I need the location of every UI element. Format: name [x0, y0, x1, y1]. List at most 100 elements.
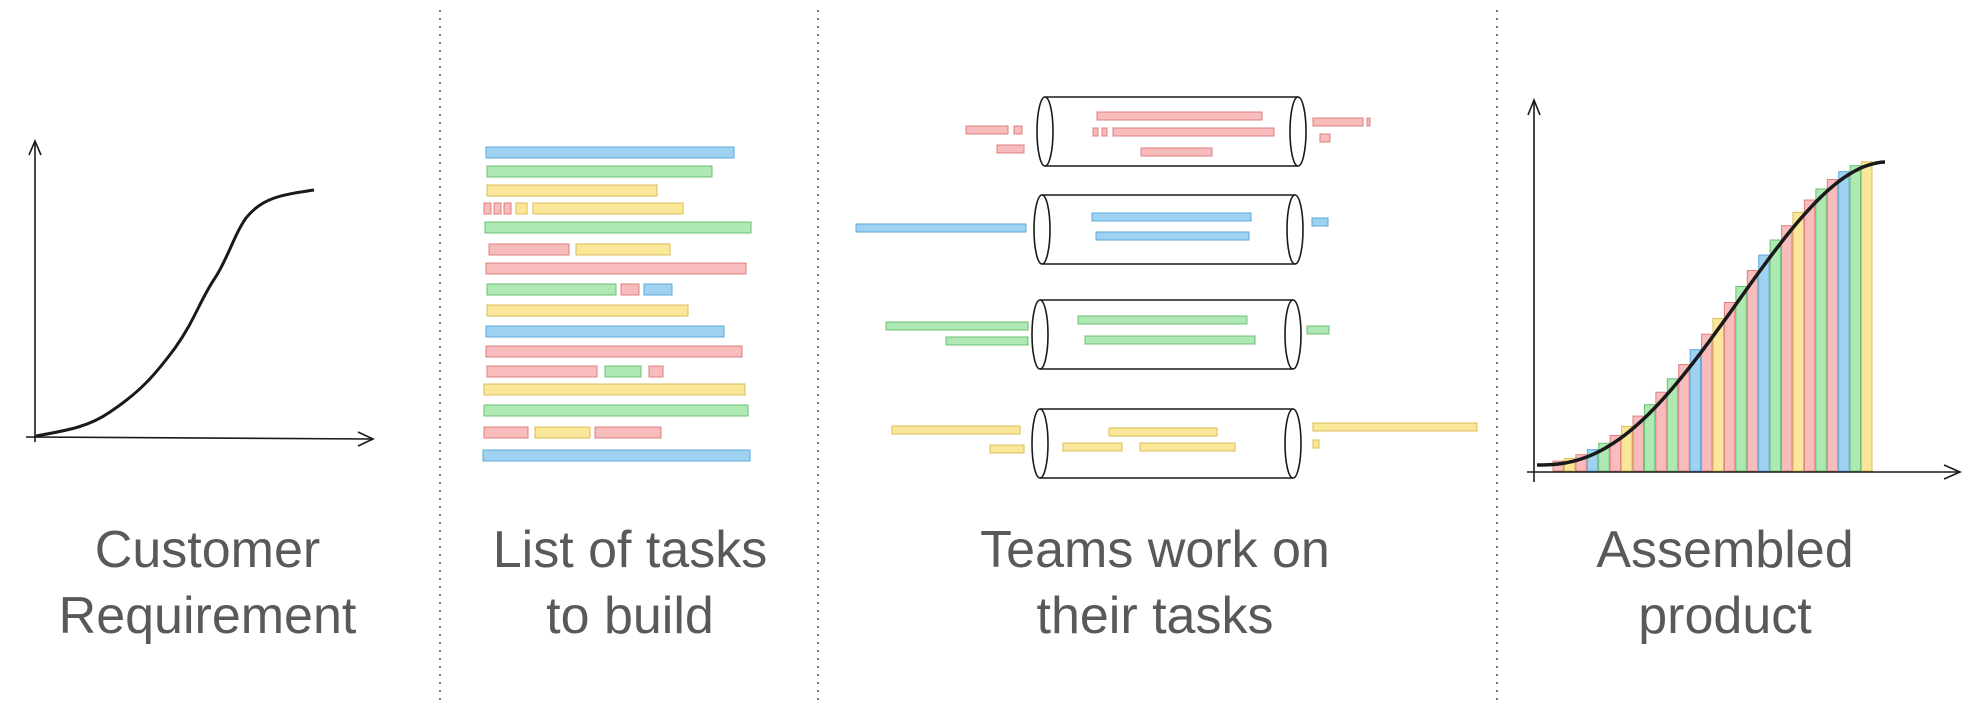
caption-line: Requirement	[58, 587, 357, 645]
requirement-chart	[25, 138, 375, 447]
team-yellow	[891, 408, 1478, 479]
task-bar	[604, 365, 642, 378]
assembled-bar	[1792, 211, 1804, 472]
task-in-progress	[1091, 212, 1252, 222]
caption-line: product	[1638, 587, 1812, 645]
assembled-bar	[1701, 333, 1713, 472]
assembled-bar	[1655, 391, 1667, 472]
caption-line: Customer	[94, 521, 321, 579]
team-blue	[855, 194, 1329, 265]
task-bar	[620, 283, 640, 296]
panel-dividers	[439, 10, 1498, 700]
task-bar	[483, 383, 746, 396]
task-done	[1306, 325, 1330, 335]
task-bar	[486, 165, 713, 178]
assembled-y-arrowhead	[1527, 97, 1541, 116]
task-in-progress	[1096, 111, 1263, 121]
team-pipe-start	[1044, 96, 1054, 167]
task-bar	[486, 283, 617, 296]
caption-teams-work: Teams work on their tasks	[830, 517, 1480, 649]
task-bar	[493, 202, 502, 215]
assembled-bar	[1598, 442, 1610, 472]
task-in-progress	[1092, 127, 1099, 137]
task-in-progress	[1095, 231, 1250, 241]
team-pipe-end	[1284, 299, 1294, 370]
assembled-chart	[1527, 97, 1962, 482]
requirement-y-arrowhead	[28, 138, 42, 156]
task-done	[1312, 422, 1478, 432]
assembled-bar	[1849, 165, 1862, 472]
caption-line: Assembled	[1596, 521, 1854, 579]
assembled-bar	[1575, 454, 1587, 472]
assembled-bar	[1781, 225, 1793, 472]
task-bar	[643, 283, 673, 296]
assembled-bar	[1746, 270, 1759, 472]
caption-line: List of tasks	[492, 521, 768, 579]
caption-line: their tasks	[1036, 587, 1274, 645]
caption-line: to build	[546, 587, 714, 645]
assembled-curve	[1537, 160, 1886, 467]
assembled-bar	[1666, 378, 1679, 472]
task-bar	[483, 404, 749, 417]
team-pipe	[1033, 194, 1304, 265]
assembled-bar	[1826, 179, 1839, 472]
task-waiting	[855, 223, 1027, 233]
assembled-bars	[1552, 161, 1873, 472]
team-pipe-end	[1289, 96, 1299, 167]
task-bar	[485, 146, 735, 159]
task-waiting	[885, 321, 1029, 331]
assembled-bar	[1712, 317, 1724, 472]
assembled-bar	[1723, 301, 1736, 472]
caption-assembled-product: Assembled product	[1500, 517, 1950, 649]
assembled-x-arrowhead	[1943, 464, 1962, 480]
task-bar	[488, 243, 570, 256]
team-green	[885, 299, 1330, 370]
task-in-progress	[1062, 442, 1123, 452]
task-list	[482, 146, 752, 462]
task-bar	[515, 202, 528, 215]
assembled-bar	[1586, 449, 1599, 472]
team-pipe	[1031, 299, 1302, 370]
task-bar	[486, 365, 598, 378]
assembled-bar	[1609, 434, 1622, 472]
assembled-bar	[1758, 254, 1770, 472]
task-done	[1312, 117, 1364, 127]
task-waiting	[945, 336, 1029, 346]
task-waiting	[965, 125, 1009, 135]
task-bar	[532, 202, 684, 215]
assembled-bar	[1632, 415, 1644, 472]
task-bar	[483, 426, 529, 439]
task-in-progress	[1139, 442, 1236, 452]
requirement-x-arrowhead	[357, 431, 375, 447]
task-bar	[483, 202, 492, 215]
task-bar	[486, 304, 689, 317]
task-bar	[575, 243, 671, 256]
task-bar	[486, 184, 658, 197]
task-done	[1319, 133, 1331, 143]
task-waiting	[891, 425, 1021, 435]
task-bar	[485, 325, 725, 338]
task-bar	[534, 426, 591, 439]
team-pipe-end	[1284, 408, 1294, 479]
assembled-bar	[1621, 425, 1633, 472]
teams-area	[855, 96, 1478, 479]
requirement-x-axis	[25, 436, 373, 440]
assembled-bar	[1735, 285, 1747, 472]
task-bar	[484, 221, 752, 234]
task-bar	[503, 202, 512, 215]
assembled-bar	[1861, 161, 1873, 472]
assembled-bar	[1803, 199, 1816, 472]
task-in-progress	[1140, 147, 1213, 157]
task-in-progress	[1112, 127, 1275, 137]
task-done	[1366, 117, 1371, 127]
task-waiting	[1013, 125, 1023, 135]
team-pipe-start	[1039, 408, 1049, 479]
team-pipe-end	[1286, 194, 1296, 265]
assembled-bar	[1815, 188, 1827, 472]
assembled-bar	[1838, 171, 1850, 472]
team-pipe-start	[1039, 299, 1049, 370]
assembled-bar	[1643, 404, 1656, 472]
task-waiting	[989, 444, 1025, 454]
team-pink	[965, 96, 1371, 167]
